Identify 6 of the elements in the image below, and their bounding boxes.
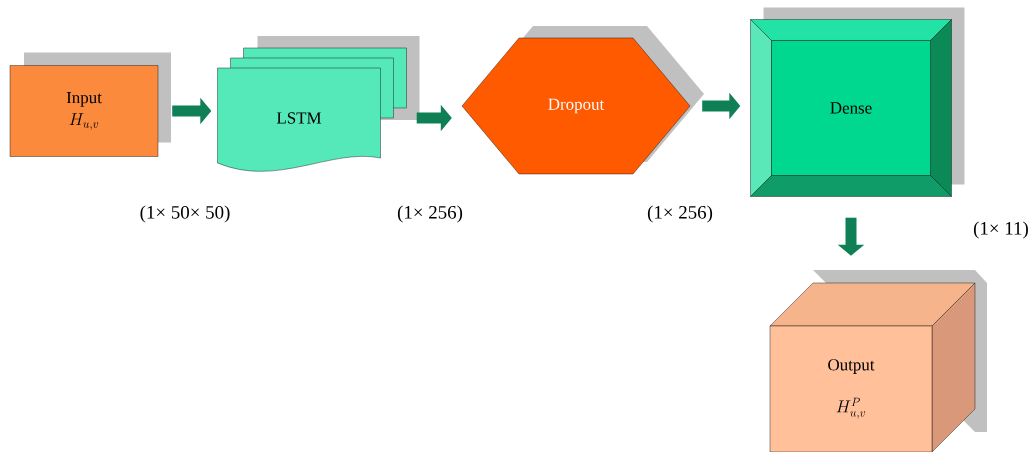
dimension-label: (1× 256) [647, 205, 713, 223]
dimension-label: (1× 50× 50) [140, 205, 230, 223]
input-box: Input $H_{u,v}$ [9, 52, 171, 157]
dimension-label: (1× 256) [397, 205, 463, 223]
beveled-box: Dense [750, 7, 965, 197]
dimension-label: (1× 11) [973, 221, 1028, 239]
